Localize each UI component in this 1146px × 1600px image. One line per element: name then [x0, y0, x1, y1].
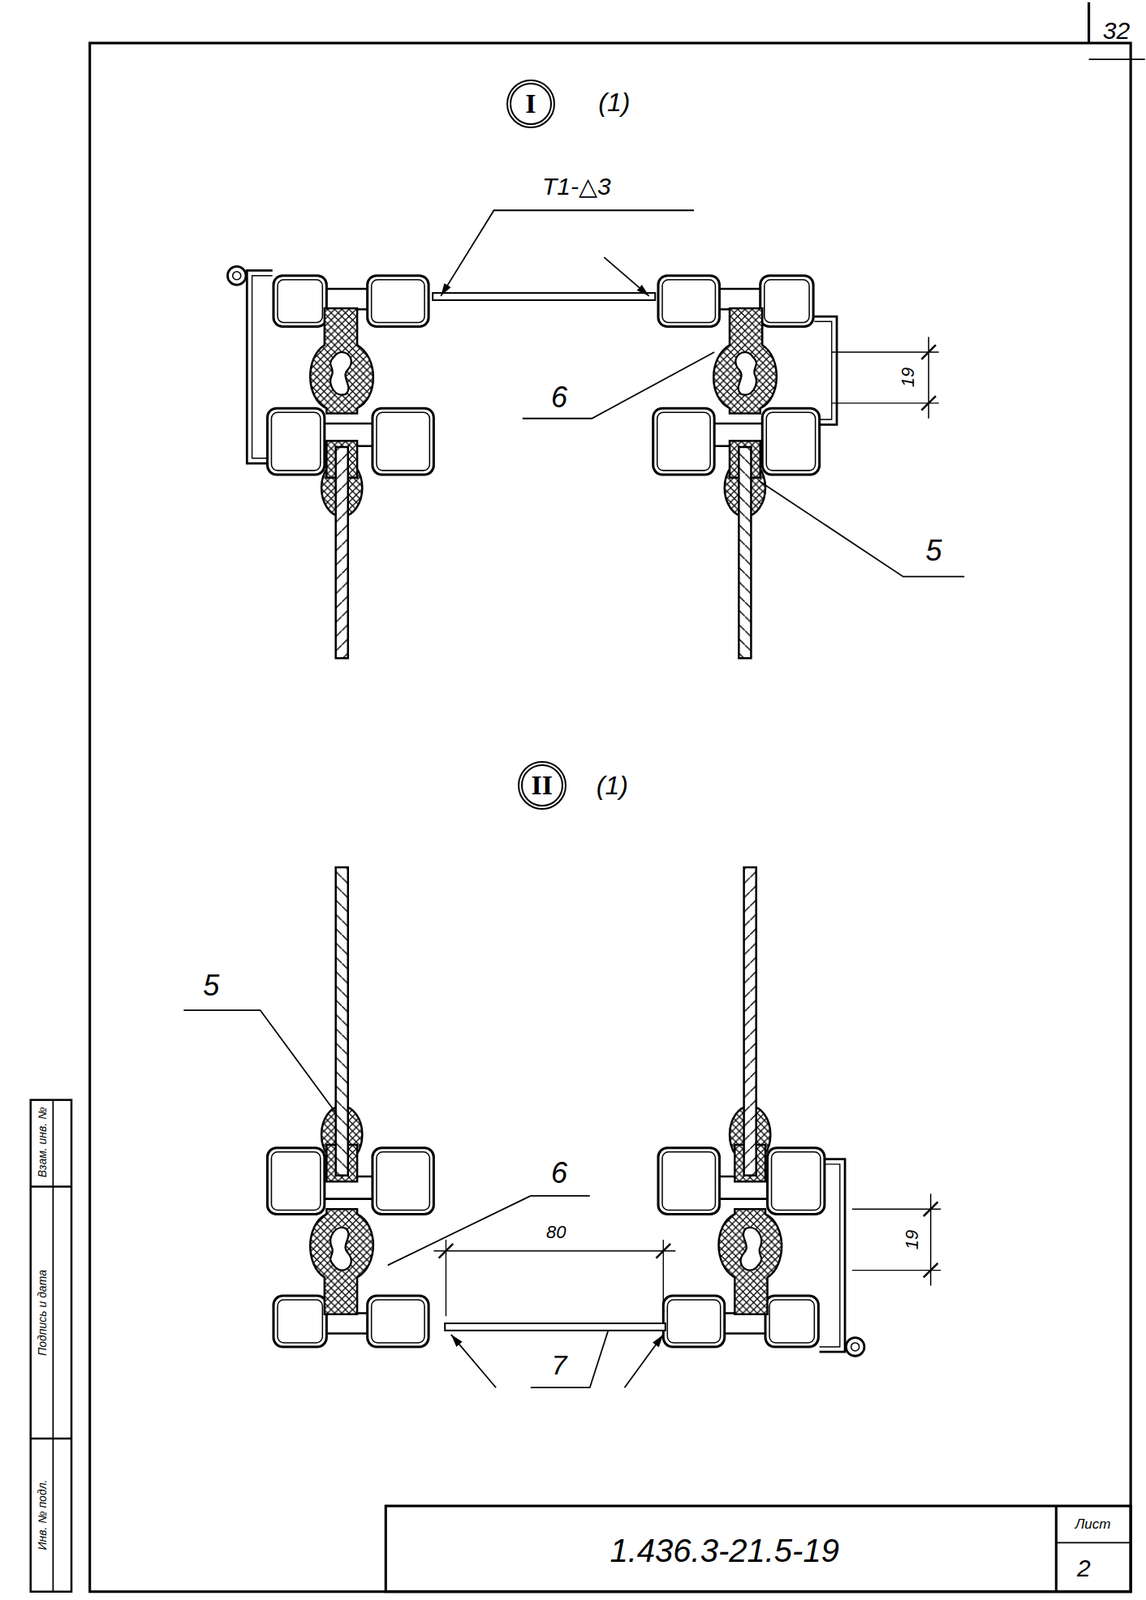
dimension-tick	[655, 1244, 671, 1259]
frame-line	[1087, 2, 1090, 44]
sheet-number: 2	[1077, 1556, 1091, 1582]
frame-line	[1055, 1542, 1131, 1544]
dimension: 19	[899, 367, 918, 388]
leader-line	[624, 1335, 664, 1388]
extension-line	[852, 1209, 941, 1211]
extension-line	[852, 1270, 941, 1271]
dimension-tick	[921, 396, 936, 411]
callout-number: 5	[202, 971, 220, 1001]
dimension-line	[433, 1250, 676, 1253]
dimension: 19	[903, 1229, 922, 1250]
profile-assembly	[227, 266, 434, 659]
callout-number: 5	[925, 536, 942, 566]
leader-line	[451, 1335, 496, 1388]
weld-symbol: Т1-△3	[542, 174, 612, 199]
callout-number: 7	[551, 1351, 568, 1379]
dimension-tick	[923, 1202, 939, 1217]
stamp-label: Подпись и дата	[36, 1270, 48, 1357]
plate	[432, 292, 655, 301]
view-mark-circle: II	[517, 761, 567, 810]
stamp-label: Инв. № подл.	[36, 1480, 48, 1551]
callout-number: 6	[551, 1158, 568, 1189]
dimension-tick	[439, 1244, 454, 1259]
leaders	[183, 210, 965, 1388]
view-scale-ref: (1)	[598, 89, 630, 116]
leader-line	[522, 352, 715, 419]
document-code: 1.436.3-21.5-19	[609, 1534, 839, 1568]
stamp-label: Взам. инв. №	[36, 1107, 48, 1179]
profile-assembly	[653, 275, 837, 660]
leader-line	[530, 1195, 591, 1198]
extension-line	[831, 402, 940, 404]
sheet-page-number: 32	[1102, 18, 1130, 44]
view-mark: I	[525, 90, 536, 118]
profile-assembly	[267, 867, 434, 1348]
leader-line	[530, 1331, 609, 1388]
dimension: 80	[546, 1223, 566, 1242]
callout-number: 6	[551, 383, 568, 413]
frame-line	[30, 1438, 72, 1441]
view-scale-ref: (1)	[596, 772, 629, 799]
view-mark-circle: I	[506, 79, 556, 129]
sheet-label: Лист	[1075, 1517, 1112, 1532]
extension-line	[831, 351, 940, 353]
dimension-tick	[921, 344, 936, 360]
frame-line	[52, 1100, 55, 1593]
dimension-line	[927, 336, 930, 419]
leader-line	[603, 257, 649, 297]
profile-assembly	[658, 867, 865, 1357]
frame-line	[1055, 1506, 1058, 1593]
plate	[444, 1323, 666, 1332]
frame-line	[30, 1185, 72, 1189]
leader-line	[183, 1010, 337, 1115]
dimension-tick	[923, 1263, 939, 1279]
view-mark: II	[530, 771, 552, 800]
leader-line	[760, 482, 965, 578]
leader-line	[387, 1196, 531, 1266]
frame-line	[1089, 58, 1146, 61]
leader-line	[440, 210, 694, 297]
sheet-frame	[30, 2, 1146, 1593]
